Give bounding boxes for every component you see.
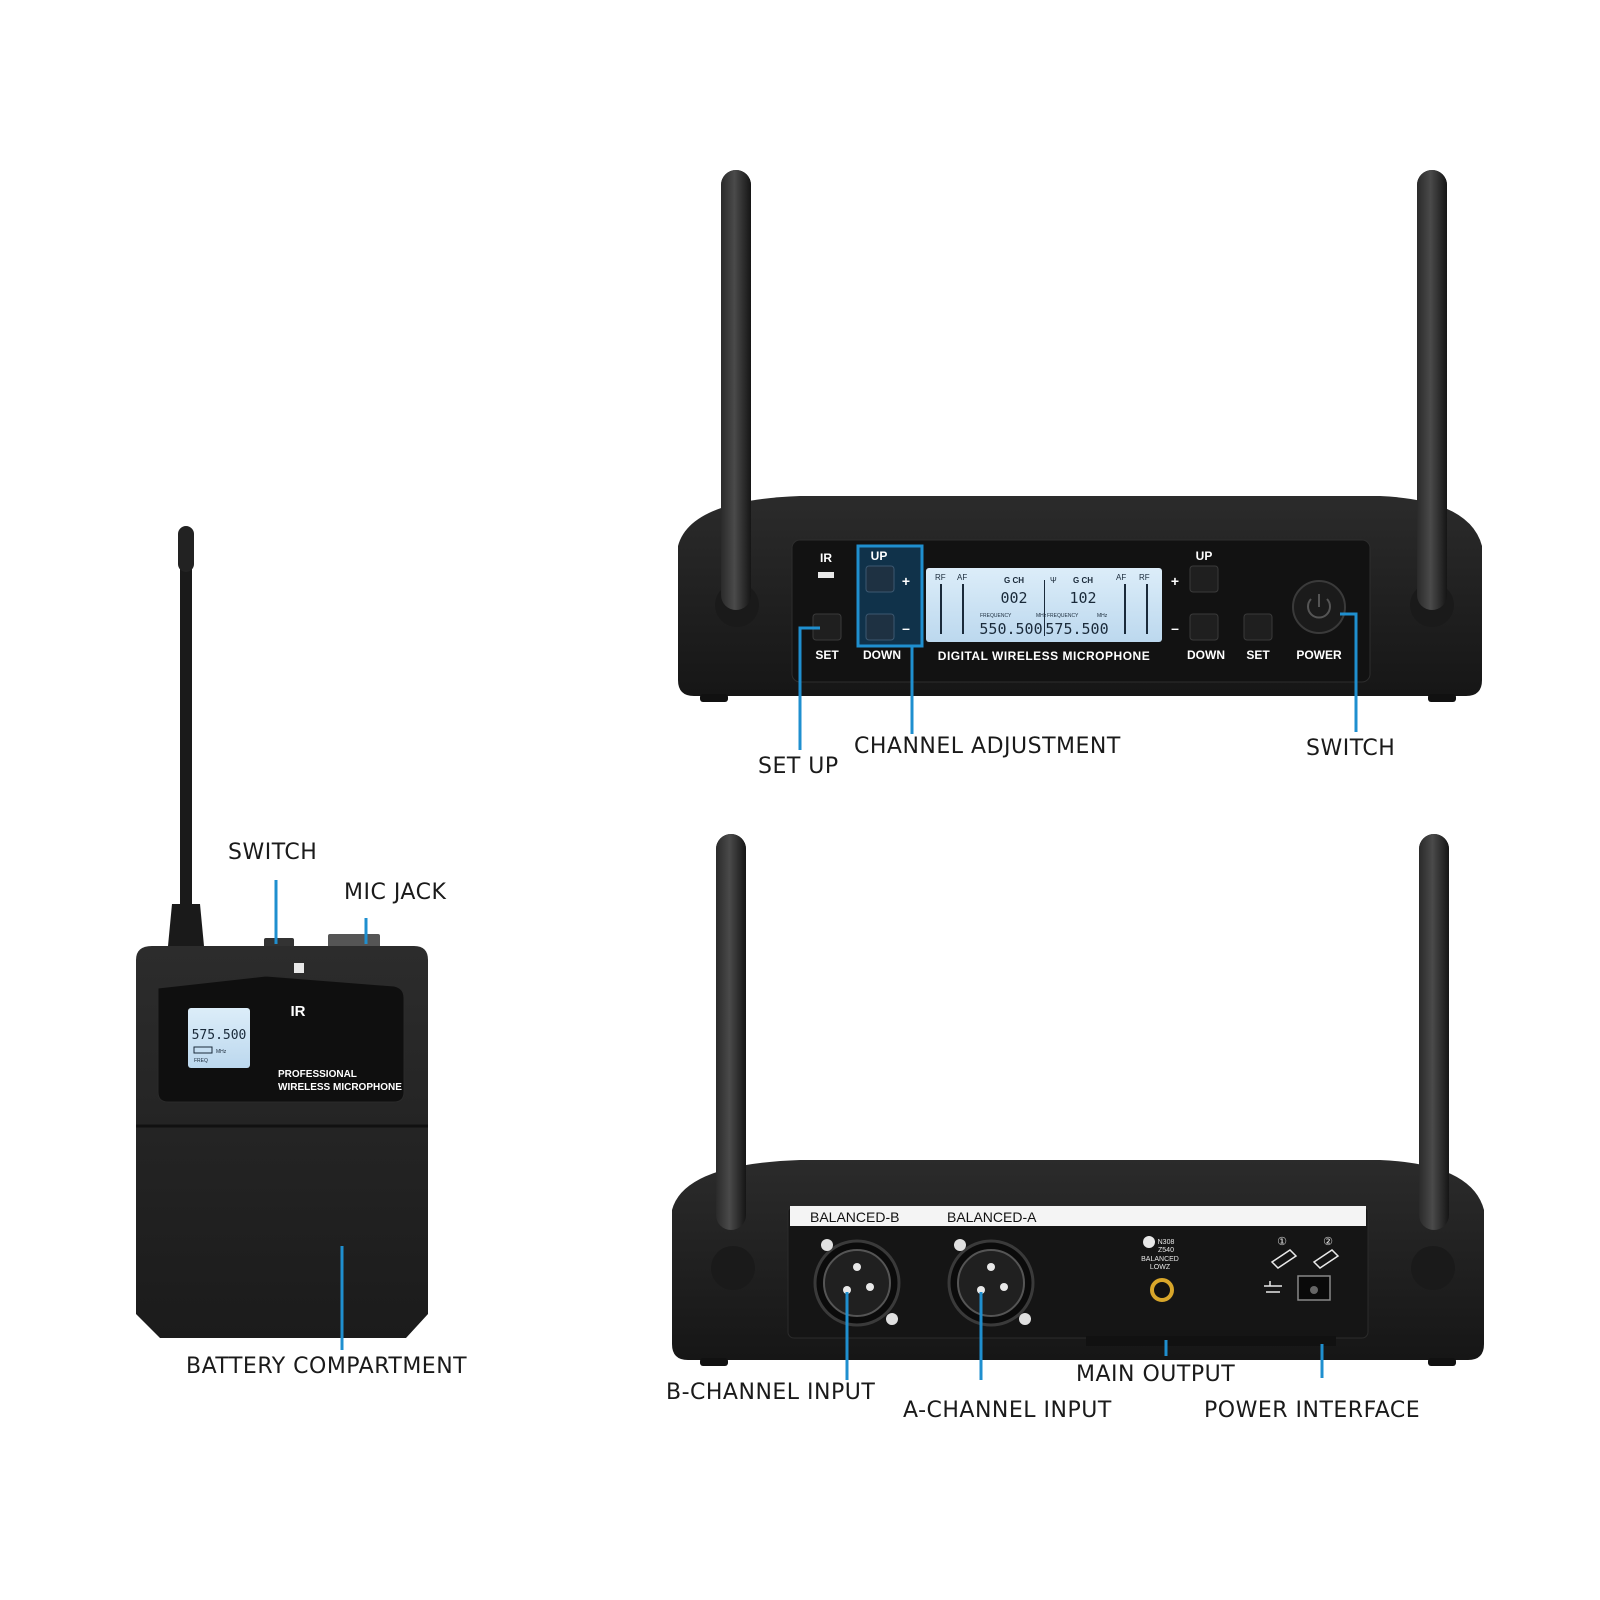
- callout-a-channel-input: A-CHANNEL INPUT: [903, 1398, 1112, 1423]
- callout-set-up: SET UP: [758, 754, 839, 779]
- back-leader-lines: [845, 1292, 1324, 1380]
- step1-label: ①: [1277, 1236, 1287, 1248]
- out-line2: Z540: [1158, 1247, 1174, 1254]
- lcd-af-bar-right: [1124, 584, 1126, 634]
- lcd-af-left: AF: [957, 573, 967, 582]
- callout-bodypack-switch: SWITCH: [228, 840, 318, 865]
- bodypack-led: [294, 963, 304, 973]
- balanced-a-label: BALANCED-A: [947, 1209, 1037, 1225]
- out-line1: N308: [1158, 1239, 1175, 1246]
- bodypack-ir-label: IR: [291, 1003, 306, 1020]
- callout-mic-jack: MIC JACK: [344, 880, 447, 905]
- lcd-af-bar-left: [962, 584, 964, 634]
- lcd-channel-a: 002: [1000, 589, 1027, 607]
- brand-text: DIGITAL WIRELESS MICROPHONE: [938, 649, 1150, 663]
- bodypack-label-line1: PROFESSIONAL: [278, 1069, 357, 1080]
- callout-main-output: MAIN OUTPUT: [1076, 1362, 1236, 1387]
- right-up-button[interactable]: [1189, 565, 1219, 593]
- receiver-front: IR SET UP + – DOWN RF AF G CH 002 FREQUE…: [678, 170, 1482, 702]
- xlr-b-connector[interactable]: [813, 1239, 901, 1327]
- bodypack-transmitter: 575.500 MHz FREQ IR PROFESSIONAL WIRELES…: [136, 526, 428, 1338]
- ir-window: [818, 572, 834, 578]
- lcd-af-right: AF: [1116, 573, 1126, 582]
- right-set-button[interactable]: [1243, 613, 1273, 641]
- lcd-gch-left: G CH: [1004, 576, 1024, 585]
- callout-b-channel-input: B-CHANNEL INPUT: [666, 1380, 876, 1405]
- lcd-mhz-right: MHz: [1097, 613, 1108, 619]
- right-up-label: UP: [1196, 549, 1213, 563]
- leader-set-up: [798, 626, 820, 750]
- xlr-a-connector[interactable]: [947, 1239, 1035, 1327]
- bodypack-antenna: [180, 534, 192, 914]
- right-plus-label: +: [1171, 573, 1179, 589]
- left-set-label: SET: [815, 648, 839, 662]
- plug-step-icon: [1270, 1249, 1340, 1269]
- callout-channel-adjustment: CHANNEL ADJUSTMENT: [854, 734, 1121, 759]
- bodypack-lcd-freq: 575.500: [192, 1028, 247, 1043]
- power-icon: [1307, 594, 1331, 619]
- lcd-gch-right: G CH: [1073, 576, 1093, 585]
- power-label: POWER: [1296, 648, 1342, 662]
- ir-label: IR: [820, 551, 832, 565]
- polarity-icon: [1264, 1281, 1282, 1293]
- out-line3: BALANCED: [1141, 1256, 1179, 1263]
- out-line4: LOWZ: [1150, 1264, 1171, 1271]
- lcd-rf-right: RF: [1139, 573, 1150, 582]
- right-set-label: SET: [1246, 648, 1270, 662]
- bodypack-lcd-freq-label: FREQ: [194, 1058, 208, 1064]
- right-minus-label: –: [1171, 620, 1179, 636]
- lcd-channel-b: 102: [1069, 589, 1096, 607]
- left-down-button[interactable]: [865, 613, 895, 641]
- lcd-rf-bar-left: [940, 584, 942, 634]
- lcd-mhz-left: MHz: [1036, 613, 1047, 619]
- right-down-label: DOWN: [1187, 648, 1225, 662]
- lcd-freq-label-left: FREQUENCY: [980, 613, 1012, 619]
- lcd-contents: RF AF G CH 002 FREQUENCY MHz 550.500 Ψ G…: [935, 573, 1150, 638]
- callout-power-interface: POWER INTERFACE: [1204, 1398, 1421, 1423]
- bodypack-label-line2: WIRELESS MICROPHONE: [278, 1082, 402, 1093]
- front-leader-lines: [798, 612, 1358, 750]
- bodypack-switch[interactable]: [264, 938, 294, 948]
- bodypack-mic-jack[interactable]: [328, 934, 380, 948]
- callout-receiver-switch: SWITCH: [1306, 736, 1396, 761]
- balanced-b-label: BALANCED-B: [810, 1209, 899, 1225]
- right-down-button[interactable]: [1189, 613, 1219, 641]
- output-logo-icon: [1143, 1236, 1155, 1248]
- receiver-back: BALANCED-B BALANCED-A N308 Z540 BALANCED: [672, 834, 1484, 1366]
- left-minus-label: –: [902, 620, 910, 636]
- step2-label: ②: [1323, 1236, 1333, 1248]
- lcd-freq-label-right: FREQUENCY: [1047, 613, 1079, 619]
- leader-receiver-switch: [1340, 612, 1358, 732]
- left-up-button[interactable]: [865, 565, 895, 593]
- left-plus-label: +: [902, 573, 910, 589]
- bodypack-battery-icon: [193, 1046, 213, 1054]
- lcd-rf-bar-right: [1146, 584, 1148, 634]
- lcd-freq-a: 550.500: [979, 620, 1042, 638]
- lcd-rf-left: RF: [935, 573, 946, 582]
- left-up-label: UP: [871, 549, 888, 563]
- antenna-base: [168, 904, 204, 946]
- lcd-signal-icon: Ψ: [1050, 576, 1057, 585]
- bodypack-front-panel: [157, 975, 405, 1103]
- bodypack-leader-lines: [274, 880, 368, 1350]
- lcd-freq-b: 575.500: [1045, 620, 1108, 638]
- back-label-strip: [790, 1206, 1366, 1226]
- main-output-jack[interactable]: [1150, 1278, 1174, 1302]
- lcd-divider: [1044, 580, 1045, 636]
- left-down-label: DOWN: [863, 648, 901, 662]
- bodypack-lcd-mhz: MHz: [216, 1049, 227, 1055]
- callout-battery-compartment: BATTERY COMPARTMENT: [186, 1354, 468, 1379]
